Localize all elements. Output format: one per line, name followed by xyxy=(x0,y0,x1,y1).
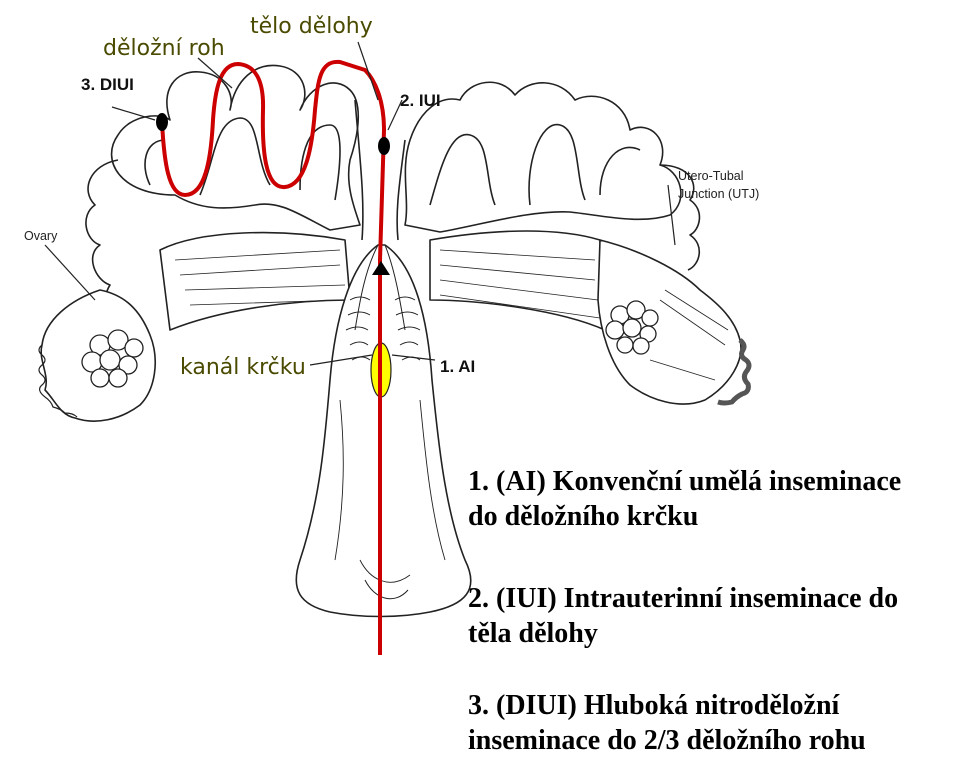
legend-item-iui: 2. (IUI) Intrauterinní inseminace do těl… xyxy=(468,581,968,651)
label-ovary: Ovary xyxy=(24,229,58,243)
legend-ai-line2: do děložního krčku xyxy=(468,499,968,534)
legend-iui-line1: 2. (IUI) Intrauterinní inseminace do xyxy=(468,581,968,616)
legend-diui-line1: 3. (DIUI) Hluboká nitroděložní xyxy=(468,688,968,723)
legend-diui-line2: inseminace do 2/3 děložního rohu xyxy=(468,723,968,758)
label-diui: 3. DIUI xyxy=(81,75,134,94)
label-utj-2: Junction (UTJ) xyxy=(678,187,759,201)
label-ai: 1. AI xyxy=(440,357,475,376)
iui-deposit-site xyxy=(378,137,390,155)
label-cervical-canal: kanál krčku xyxy=(180,355,306,380)
legend-item-diui: 3. (DIUI) Hluboká nitroděložní inseminac… xyxy=(468,688,968,758)
right-uterine-horn xyxy=(405,82,681,232)
label-iui: 2. IUI xyxy=(400,91,441,110)
left-broad-ligament xyxy=(160,233,350,330)
label-uterine-horn: děložní roh xyxy=(103,36,225,61)
legend-item-ai: 1. (AI) Konvenční umělá inseminace do dě… xyxy=(468,464,968,534)
legend-ai-line1: 1. (AI) Konvenční umělá inseminace xyxy=(468,464,968,499)
legend-iui-line2: těla dělohy xyxy=(468,616,968,651)
diui-deposit-site xyxy=(156,113,168,131)
label-uterine-body: tělo dělohy xyxy=(250,14,373,39)
label-utj-1: Utero-Tubal xyxy=(678,169,744,183)
